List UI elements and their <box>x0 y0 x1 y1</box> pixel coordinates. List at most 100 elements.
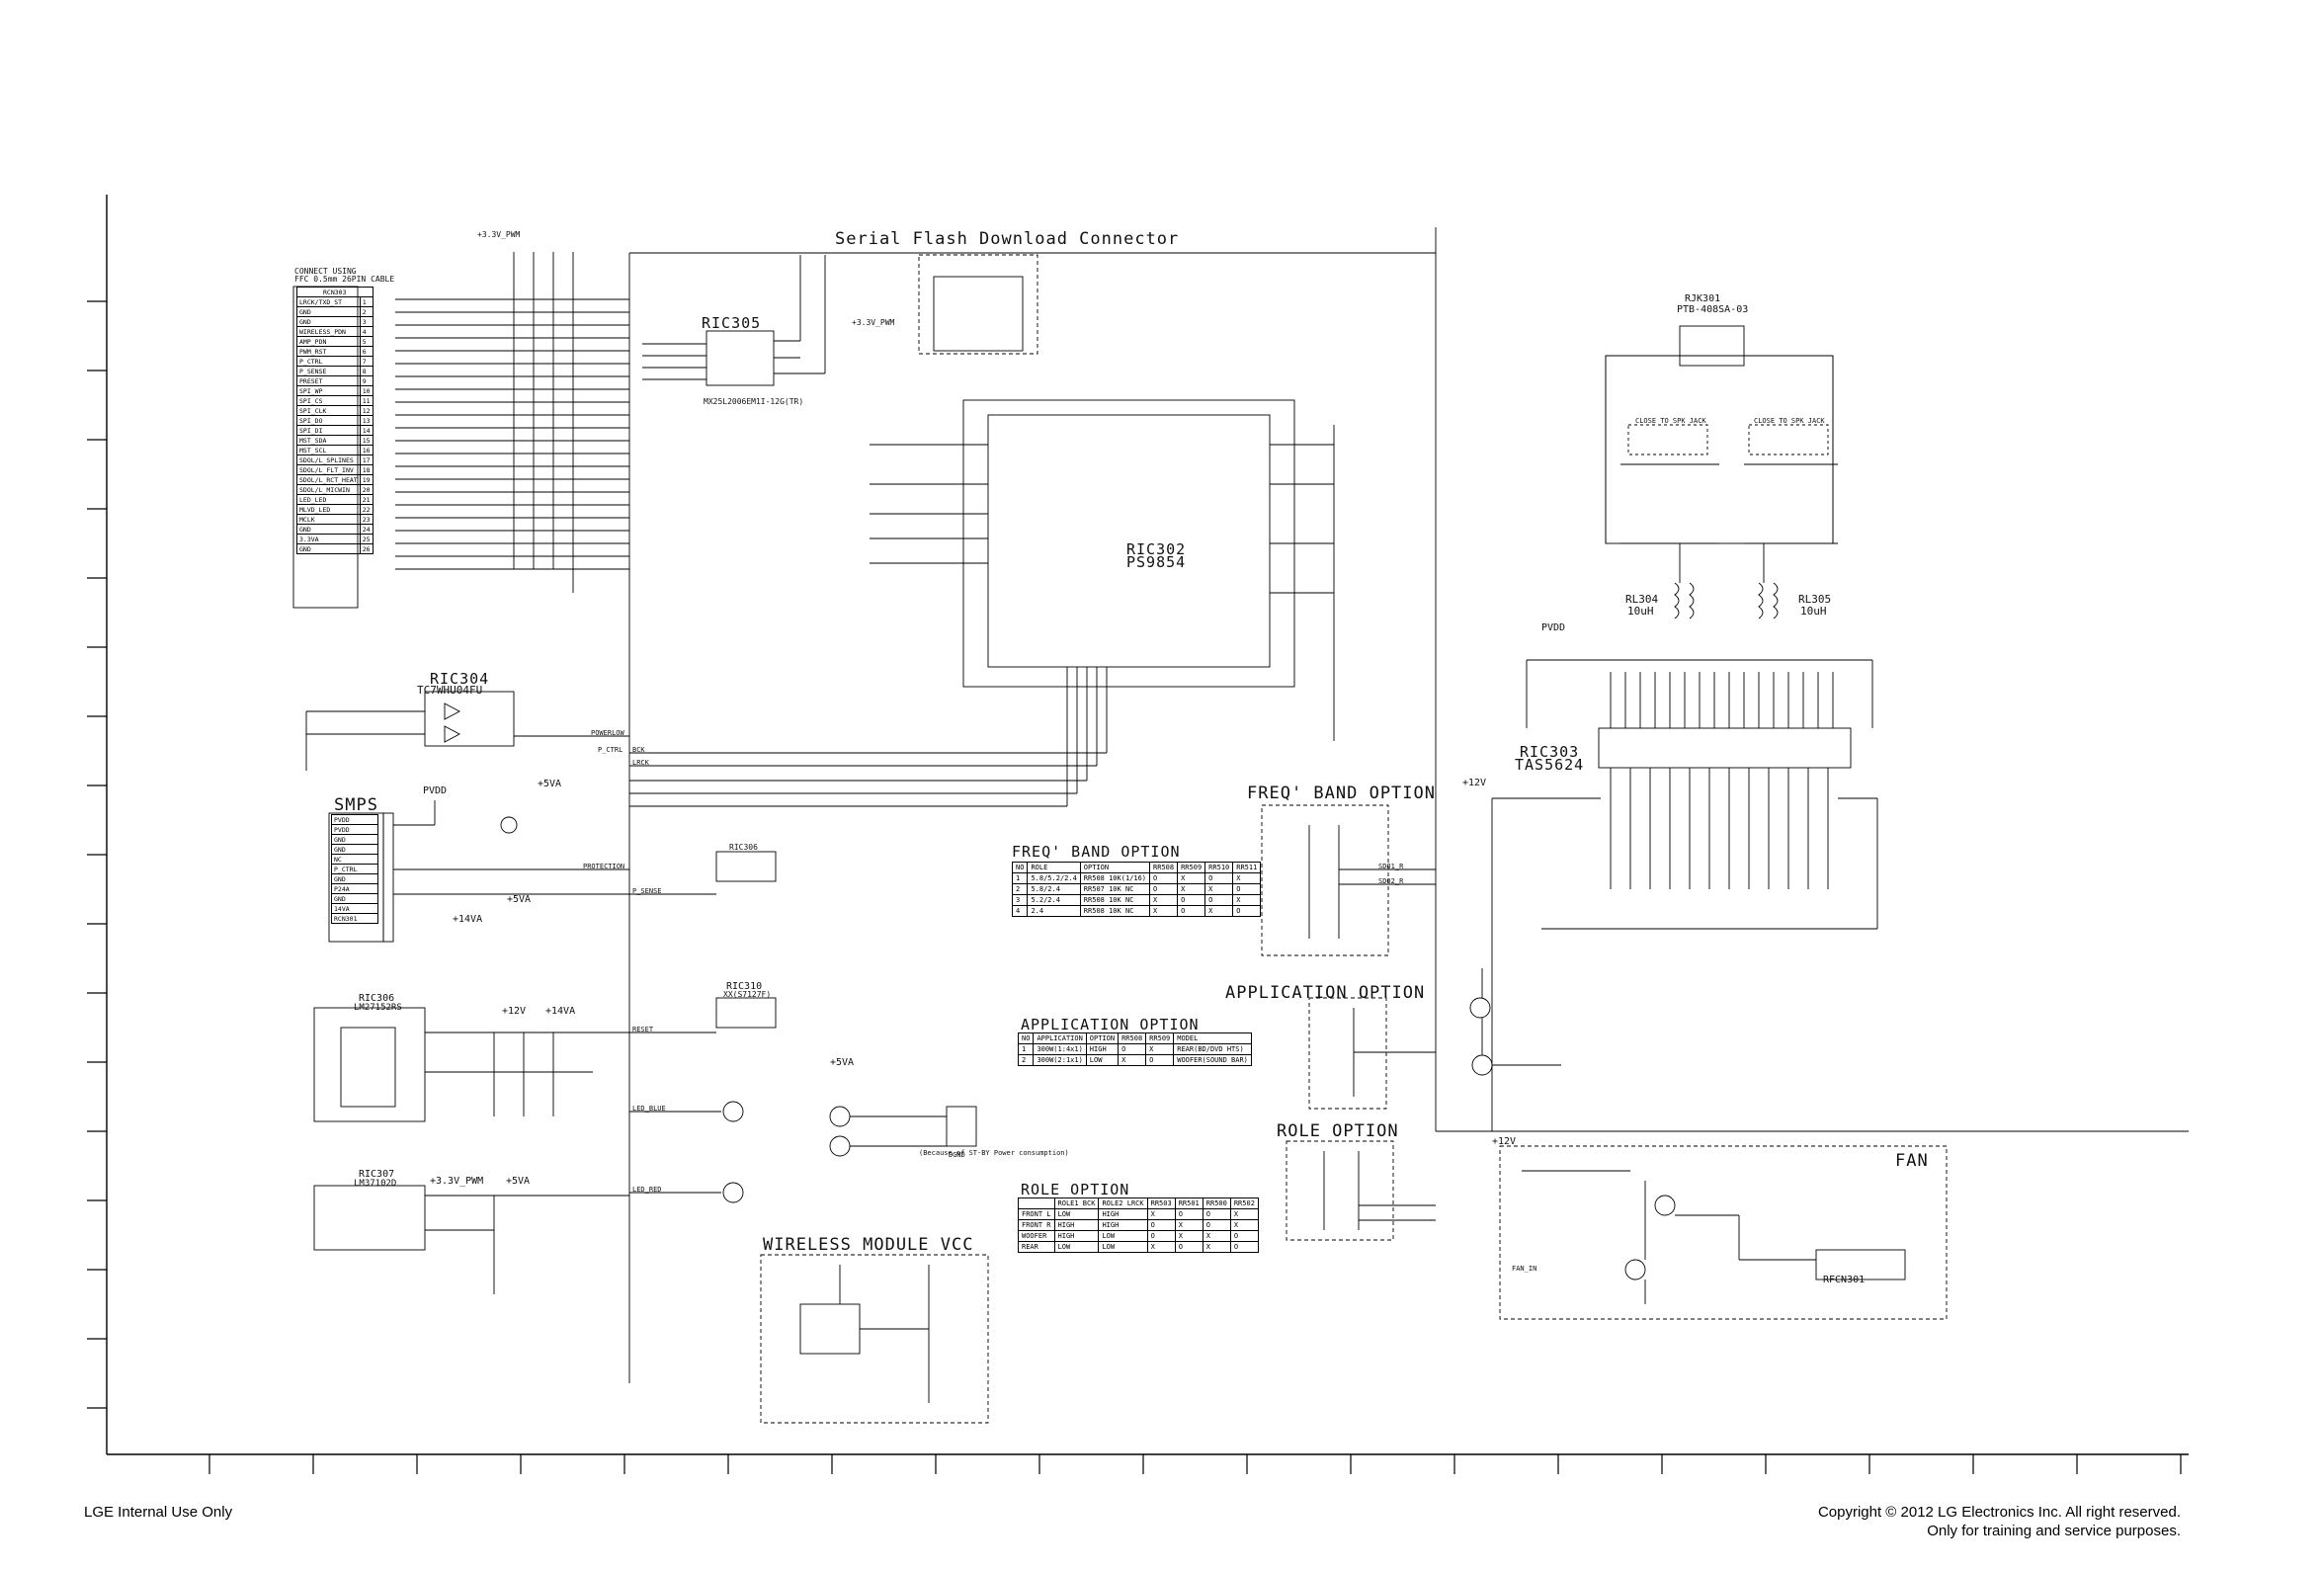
connector-pin-number: 16 <box>359 445 374 455</box>
table-header-cell: APPLICATION <box>1033 1032 1087 1044</box>
rl304-inductor <box>1674 582 1680 619</box>
rail-12v-ric306: +12V <box>502 1006 527 1017</box>
rjk301-label: RJK301 <box>1685 293 1721 304</box>
table-header-cell: RR500 <box>1202 1197 1231 1209</box>
table-cell: FRONT R <box>1018 1219 1055 1231</box>
table-cell: O <box>1118 1043 1147 1055</box>
freq-band-table-title: FREQ' BAND OPTION <box>1012 843 1181 861</box>
table-cell: WOOFER(SOUND BAR) <box>1173 1054 1252 1066</box>
smps-pin-row: PVDD <box>331 824 378 835</box>
table-cell: O <box>1177 894 1206 906</box>
serial-flash-title: Serial Flash Download Connector <box>835 229 1180 249</box>
ric305-chip <box>706 330 775 386</box>
signal-led-blue: LED_BLUE <box>632 1105 666 1113</box>
ric307-label: RIC307 <box>359 1169 395 1180</box>
table-cell: 3 <box>1011 894 1029 906</box>
ric305-label: RIC305 <box>702 314 762 332</box>
smps-pin-name: PVDD <box>331 824 378 835</box>
table-cell: 5.8/5.2/2.4 <box>1027 872 1081 884</box>
table-cell: X <box>1229 1219 1259 1231</box>
connector-bus-lines <box>395 298 629 570</box>
connector-pin-number: 24 <box>359 524 374 535</box>
table-header-cell <box>1018 1197 1055 1209</box>
connector-pin-number: 20 <box>359 484 374 495</box>
connector-pin-name: LRCK/TXD_ST <box>296 296 361 307</box>
connector-pin-name: GND <box>296 316 361 327</box>
connector-pin-name: GND <box>296 543 361 554</box>
rail-3v3-pwm-top: +3.3V_PWM <box>477 230 521 239</box>
rail-12v-amp: +12V <box>1462 778 1487 788</box>
wireless-vcc-block <box>760 1254 989 1424</box>
fan-transistor-2 <box>1624 1259 1646 1280</box>
table-cell: O <box>1204 872 1234 884</box>
table-header-cell: OPTION <box>1085 1032 1120 1044</box>
role-block <box>1286 1140 1394 1241</box>
rl304-label: RL304 <box>1625 593 1659 606</box>
connector-pin-number: 7 <box>359 356 374 367</box>
connector-pin-number: 4 <box>359 326 374 337</box>
table-cell: 1 <box>1017 1043 1035 1055</box>
signal-powerlow: POWERLOW <box>591 729 624 737</box>
ric304-part: TC7WHU04FU <box>417 684 483 697</box>
application-block <box>1308 997 1387 1110</box>
freq-band-right-title: FREQ' BAND OPTION <box>1247 784 1436 803</box>
table-cell: X <box>1229 1208 1259 1220</box>
connector-pin-number: 3 <box>359 316 374 327</box>
connector-pin-number: 21 <box>359 494 374 505</box>
connector-pin-name: PRESET <box>296 375 361 386</box>
smps-pin-row: P24A <box>331 883 378 894</box>
connector-pin-number: 14 <box>359 425 374 436</box>
connector-pin-name: SPI_WP <box>296 385 361 396</box>
table-cell: 5.8/2.4 <box>1027 883 1081 895</box>
table-cell: HIGH <box>1053 1230 1100 1242</box>
connector-pin-name: SPI_CS <box>296 395 361 406</box>
connector-pin-number: 5 <box>359 336 374 347</box>
footer-training-note: Only for training and service purposes. <box>1927 1523 2181 1539</box>
table-cell: 4 <box>1011 905 1029 917</box>
ric307-chip <box>313 1185 426 1251</box>
connector-pin-number: 23 <box>359 514 374 525</box>
ric308-chip <box>715 851 777 882</box>
table-cell: HIGH <box>1098 1208 1148 1220</box>
table-cell: X <box>1149 905 1179 917</box>
table-cell: LOW <box>1085 1054 1120 1066</box>
table-header-cell: RR509 <box>1145 1032 1175 1044</box>
smps-pin-row: 14VA <box>331 903 378 914</box>
connector-header-row: RCN303 <box>296 287 374 297</box>
signal-sdo1: SDO1_R <box>1378 863 1404 870</box>
table-header-cell: RR503 <box>1146 1197 1176 1209</box>
ric306-chip-label: RIC306 <box>729 843 758 852</box>
connector-pin-number: 26 <box>359 543 374 554</box>
table-cell: LOW <box>1098 1230 1148 1242</box>
application-table-title: APPLICATION OPTION <box>1021 1016 1200 1033</box>
table-header-cell: RR511 <box>1232 862 1262 873</box>
smps-pin-name: GND <box>331 893 378 904</box>
smps-pin-row: P_CTRL <box>331 864 378 874</box>
wireless-vcc-title: WIRELESS MODULE VCC <box>763 1235 974 1255</box>
table-header-cell: RR508 <box>1149 862 1179 873</box>
table-cell: X <box>1177 872 1206 884</box>
connector-pin-name: MCLK <box>296 514 361 525</box>
ric303-chip <box>1598 727 1852 769</box>
connector-pin-number: 2 <box>359 306 374 317</box>
signal-fan-in: FAN_IN <box>1512 1265 1537 1273</box>
table-header-cell: MODEL <box>1173 1032 1252 1044</box>
protection-transistor-1 <box>1469 997 1491 1019</box>
rail-3v3-pwm-ric307: +3.3V_PWM <box>430 1176 484 1187</box>
rjk301-jack <box>1679 325 1745 367</box>
smps-pin-row: GND <box>331 873 378 884</box>
